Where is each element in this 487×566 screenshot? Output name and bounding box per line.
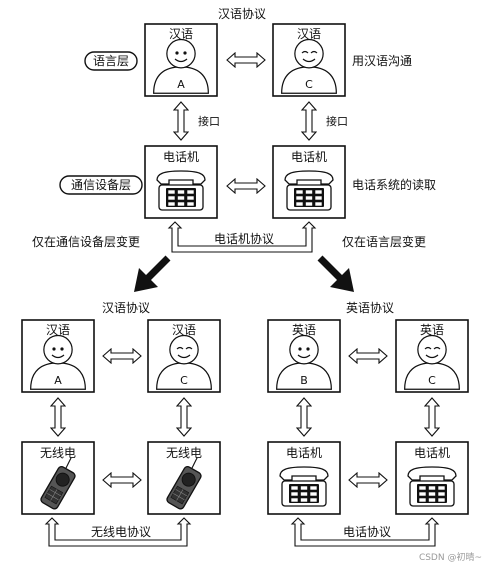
phone-protocol-connector [167, 221, 317, 253]
top-person-a-name: A [177, 78, 185, 91]
branch-left-caption: 仅在通信设备层变更 [32, 234, 140, 249]
left-interface-arrow [173, 101, 189, 141]
br-phone-label-1: 电话机 [286, 446, 322, 460]
bl-language-exchange-arrow [102, 348, 142, 364]
phone-protocol-label: 电话机协议 [214, 231, 274, 246]
language-layer-label: 语言层 [93, 54, 129, 68]
top-left-phone-label: 电话机 [163, 150, 199, 164]
br-phone-protocol-label: 电话协议 [343, 524, 391, 539]
top-person-a-lang: 汉语 [169, 27, 193, 41]
device-layer-badge [59, 175, 143, 195]
note-phone-system: 电话系统的读取 [352, 177, 436, 192]
language-layer-badge [84, 51, 138, 71]
watermark: CSDN @初晴~ [419, 551, 482, 563]
left-interface-label: 接口 [198, 115, 220, 128]
bl-person-a-name: A [54, 374, 62, 387]
top-person-c-lang: 汉语 [297, 27, 321, 41]
branch-right-arrow [317, 255, 354, 292]
telephone-icon [156, 170, 206, 211]
br-person-b-name: B [300, 374, 308, 387]
bl-left-interface-arrow [50, 397, 66, 437]
br-right-interface-arrow [424, 397, 440, 437]
bl-person-c-name: C [180, 374, 188, 387]
right-interface-arrow [301, 101, 317, 141]
bottom-left-protocol-title: 汉语协议 [102, 300, 150, 315]
br-language-exchange-arrow [348, 348, 388, 364]
top-person-c-name: C [305, 78, 313, 91]
bl-radio-label-1: 无线电 [40, 446, 76, 460]
top-language-exchange-arrow [226, 52, 266, 68]
bl-radio-label-2: 无线电 [166, 446, 202, 460]
branch-right-caption: 仅在语言层变更 [342, 234, 426, 249]
bl-person-c-lang: 汉语 [172, 323, 196, 337]
br-person-c-name: C [428, 374, 436, 387]
bl-right-interface-arrow [176, 397, 192, 437]
telephone-icon [284, 170, 334, 211]
br-phone-protocol-connector [290, 517, 440, 547]
bl-radio-protocol-label: 无线电协议 [91, 524, 151, 539]
bl-device-exchange-arrow [102, 472, 142, 488]
branch-left-arrow [134, 255, 171, 292]
br-device-exchange-arrow [348, 472, 388, 488]
br-phone-label-2: 电话机 [414, 446, 450, 460]
br-left-interface-arrow [296, 397, 312, 437]
br-person-b-lang: 英语 [292, 323, 316, 337]
top-protocol-title: 汉语协议 [218, 6, 266, 21]
bottom-right-protocol-title: 英语协议 [346, 300, 394, 315]
br-person-c-lang: 英语 [420, 323, 444, 337]
telephone-icon [407, 466, 457, 507]
bl-person-a-lang: 汉语 [46, 323, 70, 337]
device-layer-label: 通信设备层 [71, 178, 131, 192]
telephone-icon [279, 466, 329, 507]
top-right-phone-label: 电话机 [291, 150, 327, 164]
note-use-chinese: 用汉语沟通 [352, 54, 412, 68]
bl-radio-protocol-connector [44, 517, 192, 547]
top-device-exchange-arrow [226, 178, 266, 194]
right-interface-label: 接口 [326, 115, 348, 128]
